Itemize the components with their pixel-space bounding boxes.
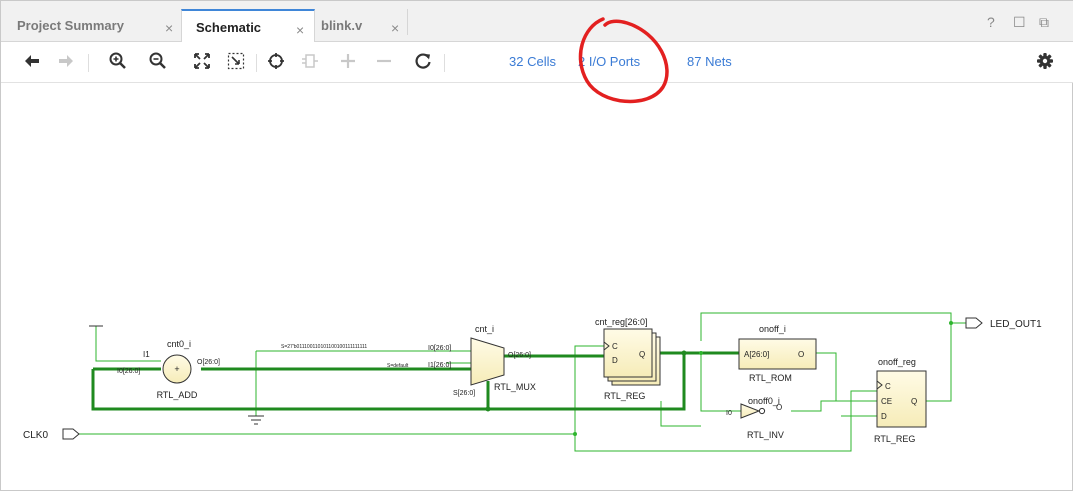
zoom-area-icon[interactable] [223,51,249,73]
tab-blink-v[interactable]: blink.v × [313,9,407,41]
add-pin-i1: I1 [143,350,150,359]
add-pin-i0: I0[26:0] [117,368,140,375]
rtl-reg-onoff-cell: onoff_reg C CE D Q RTL_REG [874,357,927,444]
add-symbol: + [174,364,179,374]
reg-type-label: RTL_REG [604,391,645,401]
float-icon[interactable]: ⧉ [1039,14,1049,30]
tab-divider [407,9,408,35]
net-clk2 [574,390,877,452]
net-rom-out [816,352,837,401]
close-icon[interactable]: × [296,22,305,38]
rtl-mux-cell: cnt_i I0[26:0] I1[26:0] O[26:0] S[26:0] … [428,324,536,397]
io-ports-link[interactable]: 2 I/O Ports [578,54,641,69]
net-led [926,322,966,402]
back-icon[interactable] [19,51,45,73]
net-inv-in [700,353,741,412]
gear-icon[interactable] [1032,51,1058,73]
mux-pin-o: O[26:0] [508,352,531,359]
zoom-fit-icon[interactable] [189,51,215,73]
zoom-in-icon[interactable] [105,51,131,73]
rom-inst-label: onoff_i [759,324,786,334]
reg2-type-label: RTL_REG [874,434,915,444]
reg-inst-label: cnt_reg[26:0] [595,317,648,327]
rtl-inv-cell: onoff0_i I0 O RTL_INV [726,396,784,440]
autofit-icon[interactable] [297,51,323,73]
close-icon[interactable]: × [165,20,174,36]
mux-sel-b-label: S=default [387,363,409,369]
add-icon[interactable] [335,51,361,73]
mux-pin-s: S[26:0] [453,390,475,397]
rom-pin-o: O [798,350,804,359]
mux-inst-label: cnt_i [475,324,494,334]
reg2-pin-d: D [881,412,887,421]
toolbar-divider [444,54,445,72]
help-icon[interactable]: ? [987,14,995,30]
reg2-pin-c: C [885,382,891,391]
clk-port-label: CLK0 [23,430,48,441]
reg2-inst-label: onoff_reg [878,357,916,367]
reg-pin-c: C [612,342,618,351]
toolbar-divider [88,54,89,72]
clk-port-icon [62,428,80,440]
toolbar: 32 Cells 2 I/O Ports 87 Nets [1,42,1073,83]
rtl-reg-cnt-cell: cnt_reg[26:0] C D Q RTL_REG [595,317,661,401]
remove-icon[interactable] [371,51,397,73]
mux-type-label: RTL_MUX [494,382,536,392]
tab-label: Project Summary [17,18,124,33]
close-icon[interactable]: × [391,20,400,36]
inv-pin-i: I0 [726,410,732,417]
rom-type-label: RTL_ROM [749,373,792,383]
add-pin-o: O[26:0] [197,359,220,366]
refresh-icon[interactable] [410,51,436,73]
reg2-pin-q: Q [911,397,917,406]
rtl-rom-cell: onoff_i A[26:0] O RTL_ROM [738,324,817,383]
mux-pin-i0: I0[26:0] [428,345,451,352]
restore-icon[interactable]: ☐ [1013,14,1026,30]
inv-type-label: RTL_INV [747,430,784,440]
led-port-icon [965,317,983,329]
toolbar-divider [256,54,257,72]
bus-feedback [91,353,686,411]
net-inv-out [791,400,877,412]
nets-link[interactable]: 87 Nets [687,54,732,69]
tab-label: blink.v [321,18,363,33]
select-area-icon[interactable] [263,51,289,73]
led-port-label: LED_OUT1 [990,319,1042,330]
inv-inst-label: onoff0_i [748,396,780,406]
reg-pin-q: Q [639,350,645,359]
rtl-add-cell: + cnt0_i I1 I0[26:0] O[26:0] RTL_ADD [117,339,220,400]
tab-schematic[interactable]: Schematic × [181,9,315,42]
schematic-canvas[interactable]: CLK0 LED_OUT1 + cnt0_i I1 I0[26:0] O[26:… [1,83,1073,492]
schematic-diagram[interactable]: CLK0 LED_OUT1 + cnt0_i I1 I0[26:0] O[26:… [1,83,1072,492]
net-clk [76,345,604,435]
forward-icon[interactable] [53,51,79,73]
add-type-label: RTL_ADD [157,390,198,400]
net-sel-a [255,350,471,416]
annotation-circle [578,17,669,104]
rom-pin-a: A[26:0] [744,350,769,359]
tab-project-summary[interactable]: Project Summary × [1,9,181,41]
reg2-pin-ce: CE [881,397,892,406]
mux-pin-i1: I1[26:0] [428,362,451,369]
tab-label: Schematic [196,20,262,35]
tab-bar: Project Summary × Schematic × blink.v × … [1,1,1073,42]
mux-sel-a-label: S=27'b011100110101100100111111111 [281,344,367,350]
net-led-fb [700,312,952,341]
zoom-out-icon[interactable] [145,51,171,73]
cells-link[interactable]: 32 Cells [509,54,556,69]
add-inst-label: cnt0_i [167,339,191,349]
net-i1 [95,326,161,362]
inv-pin-o: O [776,403,782,412]
reg-pin-d: D [612,356,618,365]
